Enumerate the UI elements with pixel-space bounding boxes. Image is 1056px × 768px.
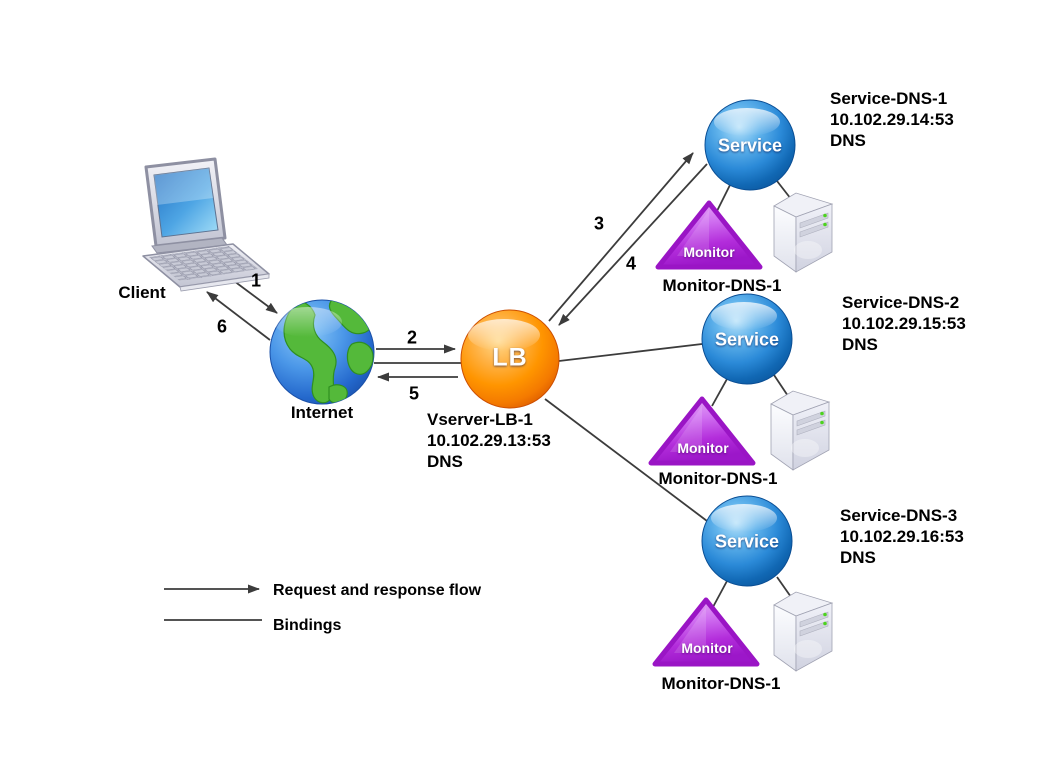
monitor-1-node-label: Monitor: [683, 244, 735, 260]
binding-lb-service-2: [558, 343, 703, 362]
lb-sphere-icon: [460, 309, 560, 409]
flow-step-3-label: 3: [593, 213, 605, 234]
monitor-2-node-label: Monitor: [677, 440, 729, 456]
service-2-name: Service-DNS-2: [842, 293, 960, 312]
server-tower-icon-2: [770, 390, 830, 471]
globe-icon: [269, 299, 375, 405]
lb-name: Vserver-LB-1: [427, 410, 533, 429]
service-3-address: 10.102.29.16:53: [840, 527, 964, 546]
service-3-node-label: Service: [714, 531, 780, 552]
flow-step-5-label: 5: [408, 383, 420, 404]
service-1-protocol: DNS: [830, 131, 866, 150]
service-1-name: Service-DNS-1: [830, 89, 948, 108]
service-3-protocol: DNS: [840, 548, 876, 567]
laptop-icon: [142, 157, 270, 292]
flow-step-4-label: 4: [625, 253, 637, 274]
legend-bindings-label: Bindings: [273, 617, 342, 634]
server-tower-icon-1: [773, 192, 833, 273]
monitor-2-name: Monitor-DNS-1: [658, 469, 778, 488]
service-2-address: 10.102.29.15:53: [842, 314, 966, 333]
service-3-name: Service-DNS-3: [840, 506, 958, 525]
service-2-info: Service-DNS-2 10.102.29.15:53 DNS: [842, 292, 966, 355]
flow-arrow-3: [548, 152, 694, 322]
flow-step-1-label: 1: [250, 270, 262, 291]
lb-node-label: LB: [492, 343, 528, 372]
flow-step-6-label: 6: [216, 316, 228, 337]
client-label: Client: [118, 283, 166, 302]
binding-service2-server: [773, 374, 789, 397]
service-1-info: Service-DNS-1 10.102.29.14:53 DNS: [830, 88, 954, 151]
binding-lb-service-3: [544, 398, 712, 525]
binding-service3-monitor: [712, 580, 728, 608]
monitor-3-node-label: Monitor: [681, 640, 733, 656]
lb-address: 10.102.29.13:53: [427, 431, 551, 450]
monitor-1-name: Monitor-DNS-1: [662, 276, 782, 295]
service-1-node-label: Service: [717, 135, 783, 156]
lb-protocol: DNS: [427, 452, 463, 471]
binding-service1-server: [776, 180, 792, 200]
flow-arrow-1: [229, 277, 278, 314]
service-2-node-label: Service: [714, 329, 780, 350]
service-3-info: Service-DNS-3 10.102.29.16:53 DNS: [840, 505, 964, 568]
flow-arrow-6: [206, 291, 271, 341]
service-2-protocol: DNS: [842, 335, 878, 354]
flow-arrow-4: [558, 163, 708, 326]
binding-service1-monitor: [715, 184, 731, 214]
internet-label: Internet: [290, 403, 354, 422]
flow-step-2-label: 2: [406, 327, 418, 348]
legend-request-response-label: Request and response flow: [273, 582, 482, 599]
binding-service2-monitor: [711, 378, 728, 407]
service-1-address: 10.102.29.14:53: [830, 110, 954, 129]
monitor-3-name: Monitor-DNS-1: [661, 674, 781, 693]
server-tower-icon-3: [773, 591, 833, 672]
lb-info: Vserver-LB-1 10.102.29.13:53 DNS: [427, 409, 551, 472]
binding-service3-server: [776, 576, 792, 598]
